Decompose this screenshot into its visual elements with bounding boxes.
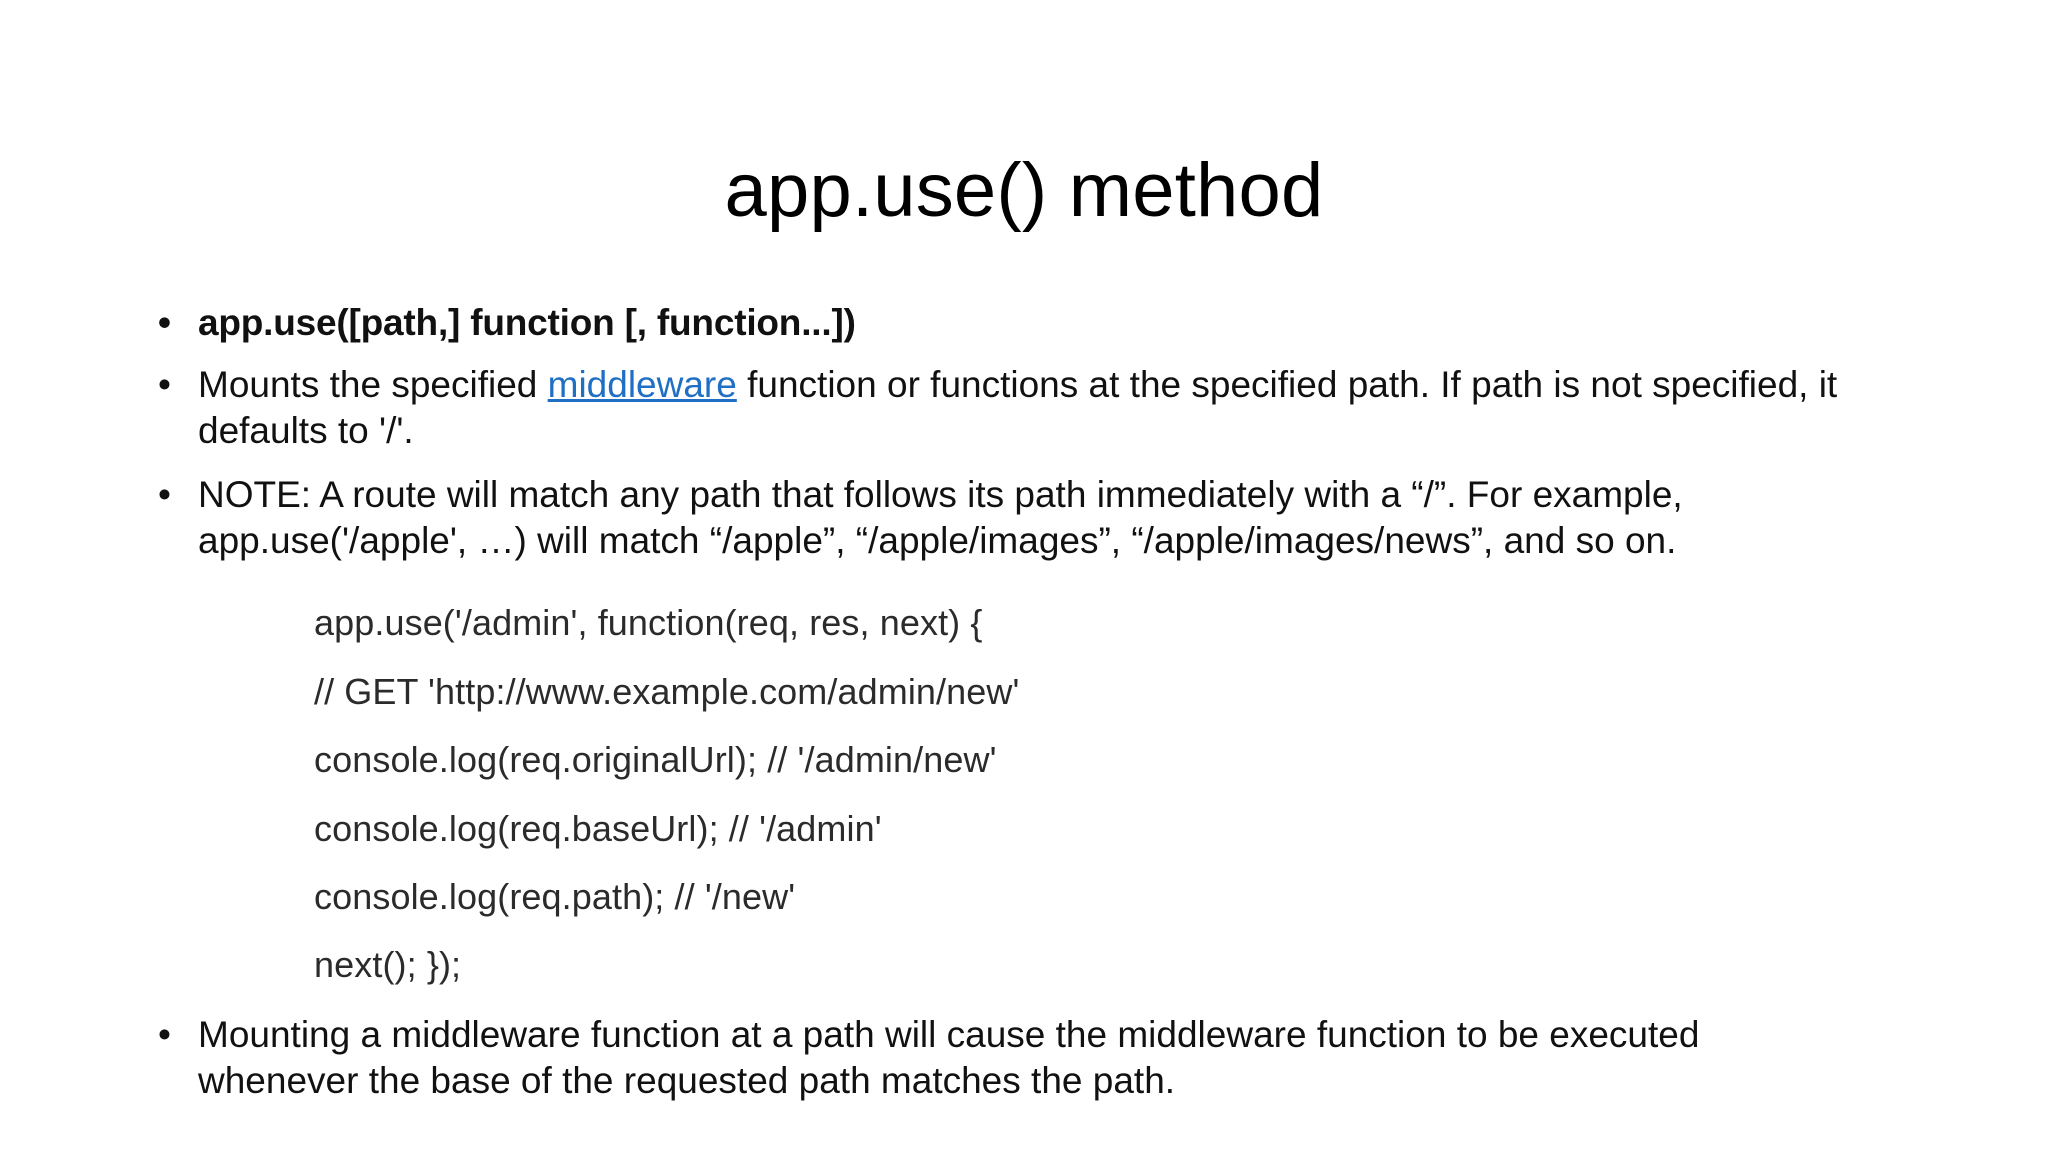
slide-body: • app.use([path,] function [, function..… bbox=[150, 300, 1870, 1121]
bullet-signature: • app.use([path,] function [, function..… bbox=[150, 300, 1870, 346]
middleware-link[interactable]: middleware bbox=[547, 363, 737, 405]
bullet-mounts-text-before: Mounts the specified bbox=[198, 363, 548, 405]
bullet-note-text: NOTE: A route will match any path that f… bbox=[198, 473, 1683, 561]
code-line: next(); }); bbox=[314, 944, 462, 986]
page-title: app.use() method bbox=[724, 147, 1324, 233]
code-line: console.log(req.originalUrl); // '/admin… bbox=[314, 739, 997, 781]
bullet-mounts-text-after: function or functions at the specified p… bbox=[198, 363, 1838, 451]
bullet-mounts: • Mounts the specified middleware functio… bbox=[150, 362, 1870, 454]
bullet-dot-icon: • bbox=[158, 473, 171, 515]
bullet-mounting-text: Mounting a middleware function at a path… bbox=[198, 1013, 1700, 1101]
bullet-note: • NOTE: A route will match any path that… bbox=[150, 472, 1870, 564]
bullet-dot-icon: • bbox=[158, 1013, 171, 1055]
bullet-dot-icon: • bbox=[158, 363, 171, 405]
code-line: console.log(req.path); // '/new' bbox=[314, 875, 796, 917]
code-line: app.use('/admin', function(req, res, nex… bbox=[314, 602, 983, 644]
code-line: console.log(req.baseUrl); // '/admin' bbox=[314, 807, 882, 849]
bullet-signature-text: app.use([path,] function [, function...]… bbox=[198, 302, 856, 343]
code-line: // GET 'http://www.example.com/admin/new… bbox=[314, 670, 1020, 712]
bullet-mounting-behaviour: • Mounting a middleware function at a pa… bbox=[150, 1012, 1870, 1104]
bullet-dot-icon: • bbox=[158, 302, 171, 343]
code-sample: app.use('/admin', function(req, res, nex… bbox=[150, 589, 1870, 999]
